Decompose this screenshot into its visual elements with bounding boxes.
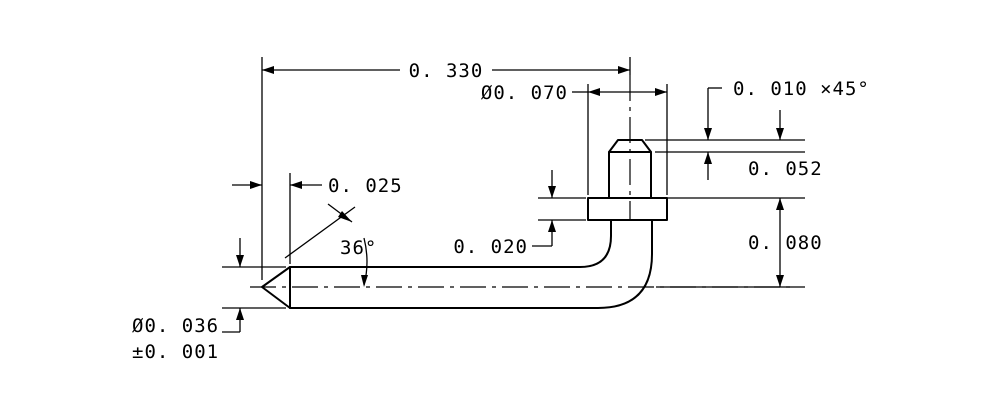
bent-pin-part: [261, 139, 668, 309]
arrowhead: [548, 186, 556, 198]
wire-diameter-dimension: Ø0. 036 ±0. 001: [132, 238, 286, 363]
arrowhead: [655, 88, 667, 96]
tip-angle-dimension: 36°: [284, 203, 377, 287]
arrowhead: [290, 181, 302, 189]
arrowhead: [361, 275, 368, 287]
arrowhead: [704, 152, 712, 164]
collar-thickness-dimension: 0. 020: [453, 170, 586, 258]
arrowhead: [618, 66, 630, 74]
arrowhead: [588, 88, 600, 96]
wire-tolerance-label: ±0. 001: [132, 341, 219, 363]
arrowhead: [262, 66, 274, 74]
arrowhead: [236, 255, 244, 267]
collar-thickness-label: 0. 020: [453, 236, 528, 258]
arrowhead: [236, 308, 244, 320]
arrowhead: [776, 198, 784, 210]
arrowhead: [776, 128, 784, 140]
head-diameter-dimension: Ø0. 070: [481, 82, 668, 195]
arrowhead: [776, 275, 784, 287]
vertical-height-dimension: 0. 052 0. 080: [656, 110, 823, 288]
collar: [587, 197, 668, 221]
arrowhead: [250, 181, 262, 189]
overall-length-label: 0. 330: [409, 60, 484, 82]
head-length-label: 0. 052: [748, 158, 823, 180]
arrowhead: [548, 220, 556, 232]
collar-height-label: 0. 080: [748, 232, 823, 254]
wire-body: [289, 219, 653, 309]
arrowhead: [704, 128, 712, 140]
chamfer-label: 0. 010 ×45°: [733, 78, 870, 100]
wire-diameter-label: Ø0. 036: [132, 315, 219, 337]
tip-length-label: 0. 025: [328, 175, 403, 197]
overall-length-dimension: 0. 330: [261, 57, 631, 280]
head-diameter-label: Ø0. 070: [481, 82, 568, 104]
tip-angle-label: 36°: [340, 237, 377, 259]
chamfer-dimension: 0. 010 ×45°: [645, 78, 870, 180]
arrowhead: [338, 211, 352, 222]
tip-length-dimension: 0. 025: [232, 173, 403, 264]
